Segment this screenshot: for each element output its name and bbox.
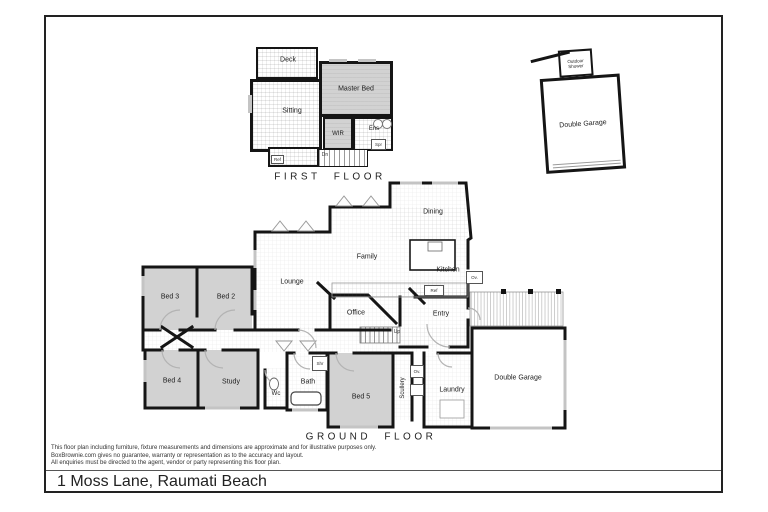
wc-toilet: [269, 377, 279, 391]
detached-garage-label: Double Garage: [559, 118, 607, 129]
ov-scullery-label: Ov.: [413, 369, 421, 374]
ref-box-first-floor: Ref: [271, 155, 284, 164]
oven-box-scullery: Ov.: [410, 365, 424, 378]
laundry-bench: [439, 399, 465, 419]
kitchen-appliance: [427, 241, 443, 252]
room-deck: [256, 47, 318, 79]
window-mark: [329, 59, 347, 62]
bed5-label: Bed 5: [351, 393, 371, 401]
ens-basin: [382, 119, 392, 129]
address-divider-line: [46, 470, 721, 471]
ref-label-ff: Ref: [273, 157, 281, 162]
disclaimer-line-2: BoxBrownie.com gives no guarantee, warra…: [51, 452, 304, 459]
bed3-label: Bed 3: [160, 293, 180, 301]
ground-floor-title: GROUND FLOOR: [305, 431, 437, 443]
shower-box-bath: Shr: [312, 356, 328, 371]
first-floor-title: FIRST FLOOR: [274, 171, 386, 183]
property-address: 1 Moss Lane, Raumati Beach: [57, 473, 267, 490]
garage-door-lines: [552, 159, 621, 169]
lounge-label: Lounge: [280, 278, 304, 286]
master-bed-label: Master Bed: [338, 85, 374, 93]
laundry-label: Laundry: [439, 386, 465, 394]
room-wir: [323, 117, 353, 150]
kitchen-label: Kitchen: [436, 266, 460, 274]
porch-post: [556, 289, 561, 294]
window-mark: [358, 59, 376, 62]
oven-box-kitchen: Ov.: [466, 271, 483, 284]
ens-label: Ens: [368, 126, 380, 132]
detached-garage-group: Outdoor Shower Double Garage: [530, 38, 664, 181]
bed2-label: Bed 2: [216, 293, 236, 301]
deck-label: Deck: [280, 56, 296, 64]
kitchen-bench: [331, 282, 469, 298]
window-mark: [248, 95, 252, 113]
room-detached-double-garage: Double Garage: [539, 73, 627, 174]
spr-box: Spr: [371, 139, 386, 150]
ground-garage-label: Double Garage: [494, 374, 542, 382]
dining-label: Dining: [423, 208, 443, 216]
disclaimer-line-1: This floor plan including furniture, fix…: [51, 445, 377, 451]
room-sitting: [250, 79, 322, 152]
entry-label: Entry: [432, 310, 450, 318]
disclaimer-line-3: All enquiries must be directed to the ag…: [51, 460, 281, 467]
dn-label: Dn: [321, 152, 329, 158]
spr-label: Spr: [374, 142, 382, 147]
wir-label: WIR: [332, 131, 344, 137]
family-label: Family: [356, 253, 378, 261]
scullery-appliance-box: [410, 384, 424, 396]
bath-label: Bath: [300, 378, 316, 386]
door-arcs: [159, 307, 481, 385]
outdoor-shower-label: Outdoor Shower: [567, 57, 584, 69]
study-label: Study: [222, 378, 240, 386]
disclaimer-text: This floor plan including furniture, fix…: [51, 445, 376, 468]
porch-deck-hatch: [469, 291, 564, 327]
ref-box-kitchen: Ref: [424, 285, 444, 296]
sitting-label: Sitting: [282, 107, 302, 115]
ov-kitchen-label: Ov.: [471, 275, 478, 280]
room-master-bed: [319, 61, 393, 117]
office-label: Office: [346, 309, 366, 317]
window-marks: [141, 181, 567, 430]
ref-kitchen-label: Ref: [430, 288, 438, 293]
scullery-label: Scullery: [400, 377, 406, 399]
bay-window-triangles: [270, 195, 381, 352]
up-label: Up: [393, 329, 401, 335]
bath-tub: [290, 391, 322, 406]
shr-label: Shr: [316, 361, 324, 366]
stairs-down: [318, 149, 368, 167]
wc-label: Wc: [271, 391, 281, 397]
porch-post: [501, 289, 506, 294]
bed4-label: Bed 4: [162, 377, 182, 385]
porch-post: [528, 289, 533, 294]
ground-floor-room-fills: [144, 183, 565, 428]
